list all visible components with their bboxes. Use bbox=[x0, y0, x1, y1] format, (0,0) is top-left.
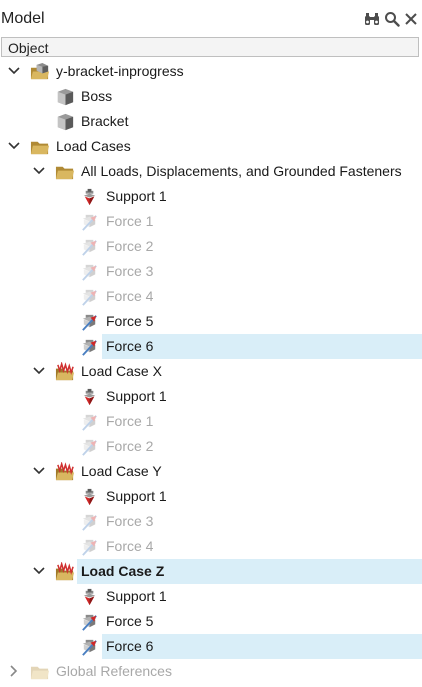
loadcase-icon bbox=[55, 462, 75, 481]
force-icon bbox=[82, 339, 97, 356]
support-icon bbox=[83, 488, 96, 506]
tree-row-load-cases[interactable]: Load Cases bbox=[0, 134, 422, 159]
column-header-object[interactable]: Object bbox=[1, 37, 419, 57]
tree-item-label: Force 4 bbox=[106, 288, 154, 304]
force-icon bbox=[82, 539, 97, 556]
tree-item-label: Force 6 bbox=[106, 638, 154, 654]
tree-row-all-loads[interactable]: All Loads, Displacements, and Grounded F… bbox=[0, 159, 422, 184]
support-icon bbox=[83, 388, 96, 406]
force-icon bbox=[82, 314, 97, 331]
tree-row-force-4-y[interactable]: Force 4 bbox=[0, 534, 422, 559]
tree-row-force-4-a[interactable]: Force 4 bbox=[0, 284, 422, 309]
force-icon bbox=[82, 289, 97, 306]
selection-highlight bbox=[102, 634, 422, 659]
tree-item-label: Force 5 bbox=[106, 313, 154, 329]
tree-row-force-2-a[interactable]: Force 2 bbox=[0, 234, 422, 259]
support-icon bbox=[83, 188, 96, 206]
tree-item-label: Force 4 bbox=[106, 538, 154, 554]
tree-row-support-1-x[interactable]: Support 1 bbox=[0, 384, 422, 409]
force-icon bbox=[82, 514, 97, 531]
force-icon bbox=[82, 639, 97, 656]
folder-icon bbox=[30, 141, 50, 155]
tree-item-label: Support 1 bbox=[106, 388, 167, 404]
tree-item-label: Force 3 bbox=[106, 263, 154, 279]
tree-row-bracket[interactable]: Bracket bbox=[0, 109, 422, 134]
tree-item-label: Force 2 bbox=[106, 238, 154, 254]
tree-item-label: Load Case Z bbox=[81, 563, 165, 579]
tree-item-label: Load Cases bbox=[56, 138, 131, 154]
selection-highlight bbox=[102, 334, 422, 359]
tree-row-load-case-y[interactable]: Load Case Y bbox=[0, 459, 422, 484]
tree-row-force-5-z[interactable]: Force 5 bbox=[0, 609, 422, 634]
panel-title: Model bbox=[1, 10, 45, 27]
tree-item-label: Force 2 bbox=[106, 438, 154, 454]
force-icon bbox=[82, 264, 97, 281]
tree-row-force-3-a[interactable]: Force 3 bbox=[0, 259, 422, 284]
chevron-down-icon[interactable] bbox=[32, 364, 46, 378]
tree-row-support-1-a[interactable]: Support 1 bbox=[0, 184, 422, 209]
support-icon bbox=[83, 588, 96, 606]
tree-item-label: Support 1 bbox=[106, 588, 167, 604]
close-icon[interactable] bbox=[403, 11, 419, 27]
force-icon bbox=[82, 214, 97, 231]
tree-item-label: Force 1 bbox=[106, 413, 154, 429]
tree-item-label: Force 3 bbox=[106, 513, 154, 529]
tree-row-force-5-a[interactable]: Force 5 bbox=[0, 309, 422, 334]
tree-row-global-references[interactable]: Global References bbox=[0, 659, 422, 684]
chevron-right-icon[interactable] bbox=[7, 664, 21, 678]
column-header-label: Object bbox=[8, 40, 49, 56]
tree-row-load-case-z[interactable]: Load Case Z bbox=[0, 559, 422, 584]
tree-row-force-2-x[interactable]: Force 2 bbox=[0, 434, 422, 459]
force-icon bbox=[82, 414, 97, 431]
force-icon bbox=[82, 239, 97, 256]
panel-titlebar: Model bbox=[0, 0, 422, 36]
chevron-down-icon[interactable] bbox=[32, 564, 46, 578]
tree-row-force-1-a[interactable]: Force 1 bbox=[0, 209, 422, 234]
chevron-down-icon[interactable] bbox=[7, 64, 21, 78]
chevron-down-icon[interactable] bbox=[32, 164, 46, 178]
search-icon[interactable] bbox=[384, 11, 400, 27]
chevron-down-icon[interactable] bbox=[32, 464, 46, 478]
binoculars-icon[interactable] bbox=[364, 11, 380, 27]
tree-row-boss[interactable]: Boss bbox=[0, 84, 422, 109]
tree-item-label: Load Case Y bbox=[81, 463, 162, 479]
tree-row-force-1-x[interactable]: Force 1 bbox=[0, 409, 422, 434]
tree-item-label: Support 1 bbox=[106, 488, 167, 504]
selection-highlight bbox=[77, 559, 422, 584]
folder-icon bbox=[30, 666, 50, 680]
part-icon bbox=[57, 88, 74, 106]
tree-item-label: Boss bbox=[81, 88, 113, 104]
tree-item-label: All Loads, Displacements, and Grounded F… bbox=[81, 163, 402, 179]
tree-item-label: y-bracket-inprogress bbox=[56, 63, 184, 79]
tree-row-support-1-z[interactable]: Support 1 bbox=[0, 584, 422, 609]
loadcase-icon bbox=[55, 362, 75, 381]
tree-row-load-case-x[interactable]: Load Case X bbox=[0, 359, 422, 384]
force-icon bbox=[82, 439, 97, 456]
tree-row-force-3-y[interactable]: Force 3 bbox=[0, 509, 422, 534]
folder-icon bbox=[55, 166, 75, 180]
force-icon bbox=[82, 614, 97, 631]
tree-item-label: Bracket bbox=[81, 113, 129, 129]
loadcase-icon bbox=[55, 562, 75, 581]
tree-row-force-6-a[interactable]: Force 6 bbox=[0, 334, 422, 359]
chevron-down-icon[interactable] bbox=[7, 139, 21, 153]
tree-item-label: Force 5 bbox=[106, 613, 154, 629]
tree-row-y-bracket[interactable]: y-bracket-inprogress bbox=[0, 59, 422, 84]
part-icon bbox=[57, 113, 74, 131]
tree-row-force-6-z[interactable]: Force 6 bbox=[0, 634, 422, 659]
tree-item-label: Support 1 bbox=[106, 188, 167, 204]
assembly-icon bbox=[30, 62, 50, 80]
tree-item-label: Force 1 bbox=[106, 213, 154, 229]
tree-item-label: Force 6 bbox=[106, 338, 154, 354]
tree-row-support-1-y[interactable]: Support 1 bbox=[0, 484, 422, 509]
tree-item-label: Load Case X bbox=[81, 363, 162, 379]
tree-item-label: Global References bbox=[56, 663, 172, 679]
